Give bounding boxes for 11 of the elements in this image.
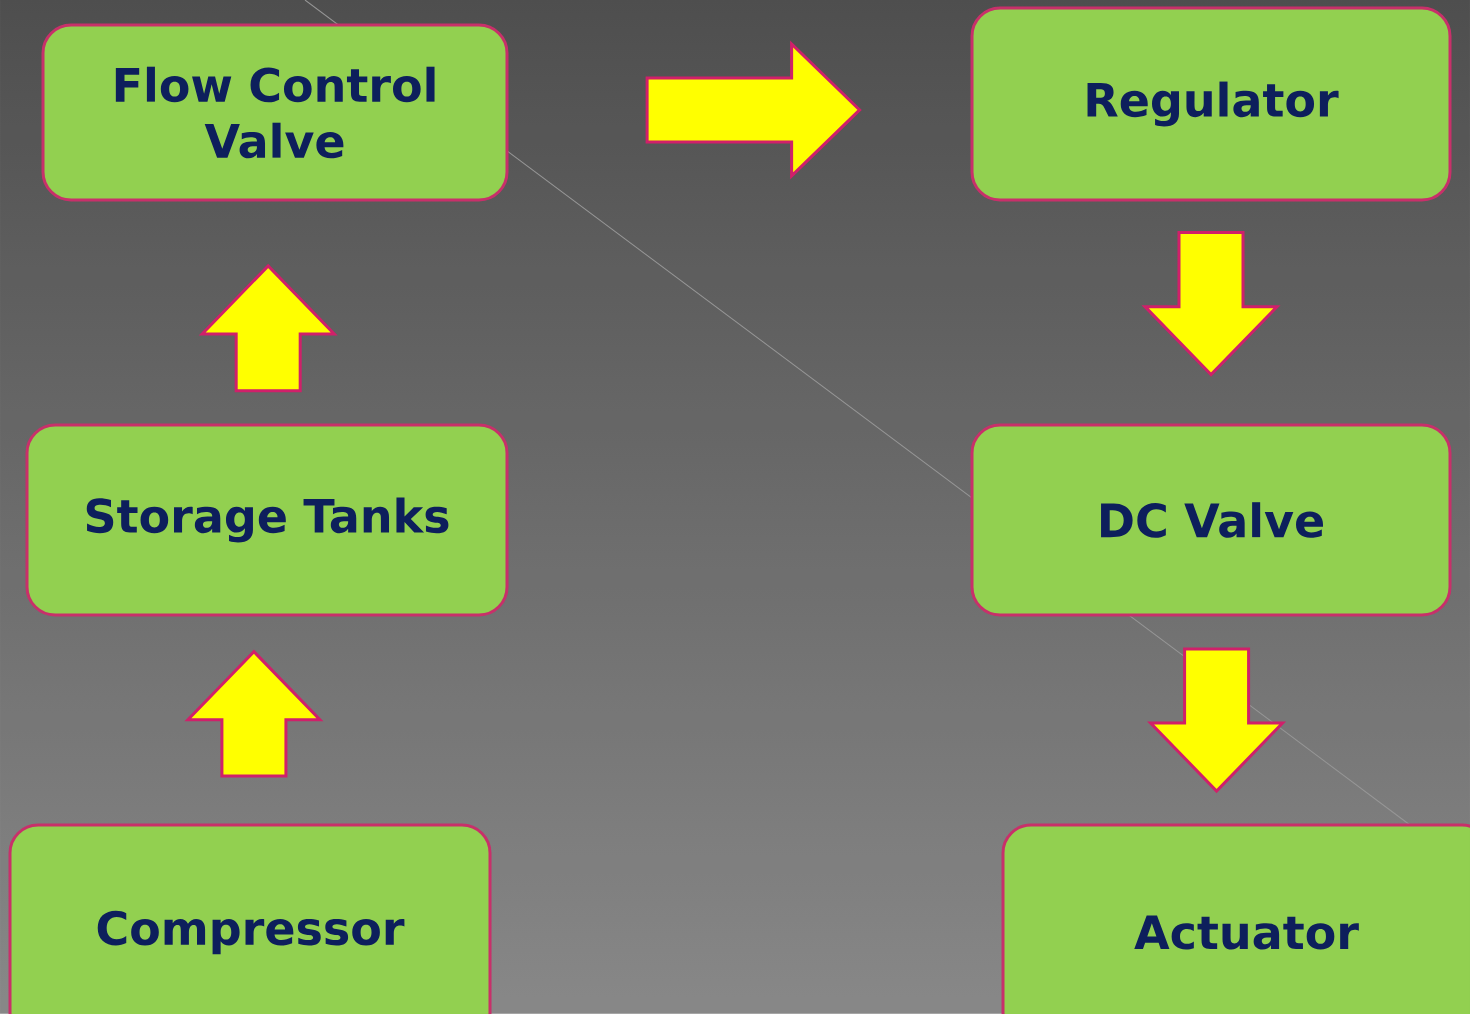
block-arrow [1141,231,1281,377]
process-box: Storage Tanks [25,423,509,617]
process-box: Regulator [970,6,1452,202]
block-arrow [1147,647,1287,794]
process-box: DC Valve [970,423,1452,617]
process-box: Compressor [8,823,492,1014]
block-arrow [184,649,324,778]
process-box: Flow Control Valve [41,23,509,202]
block-arrow [645,40,862,180]
block-arrow [198,263,338,393]
process-box: Actuator [1001,823,1470,1014]
